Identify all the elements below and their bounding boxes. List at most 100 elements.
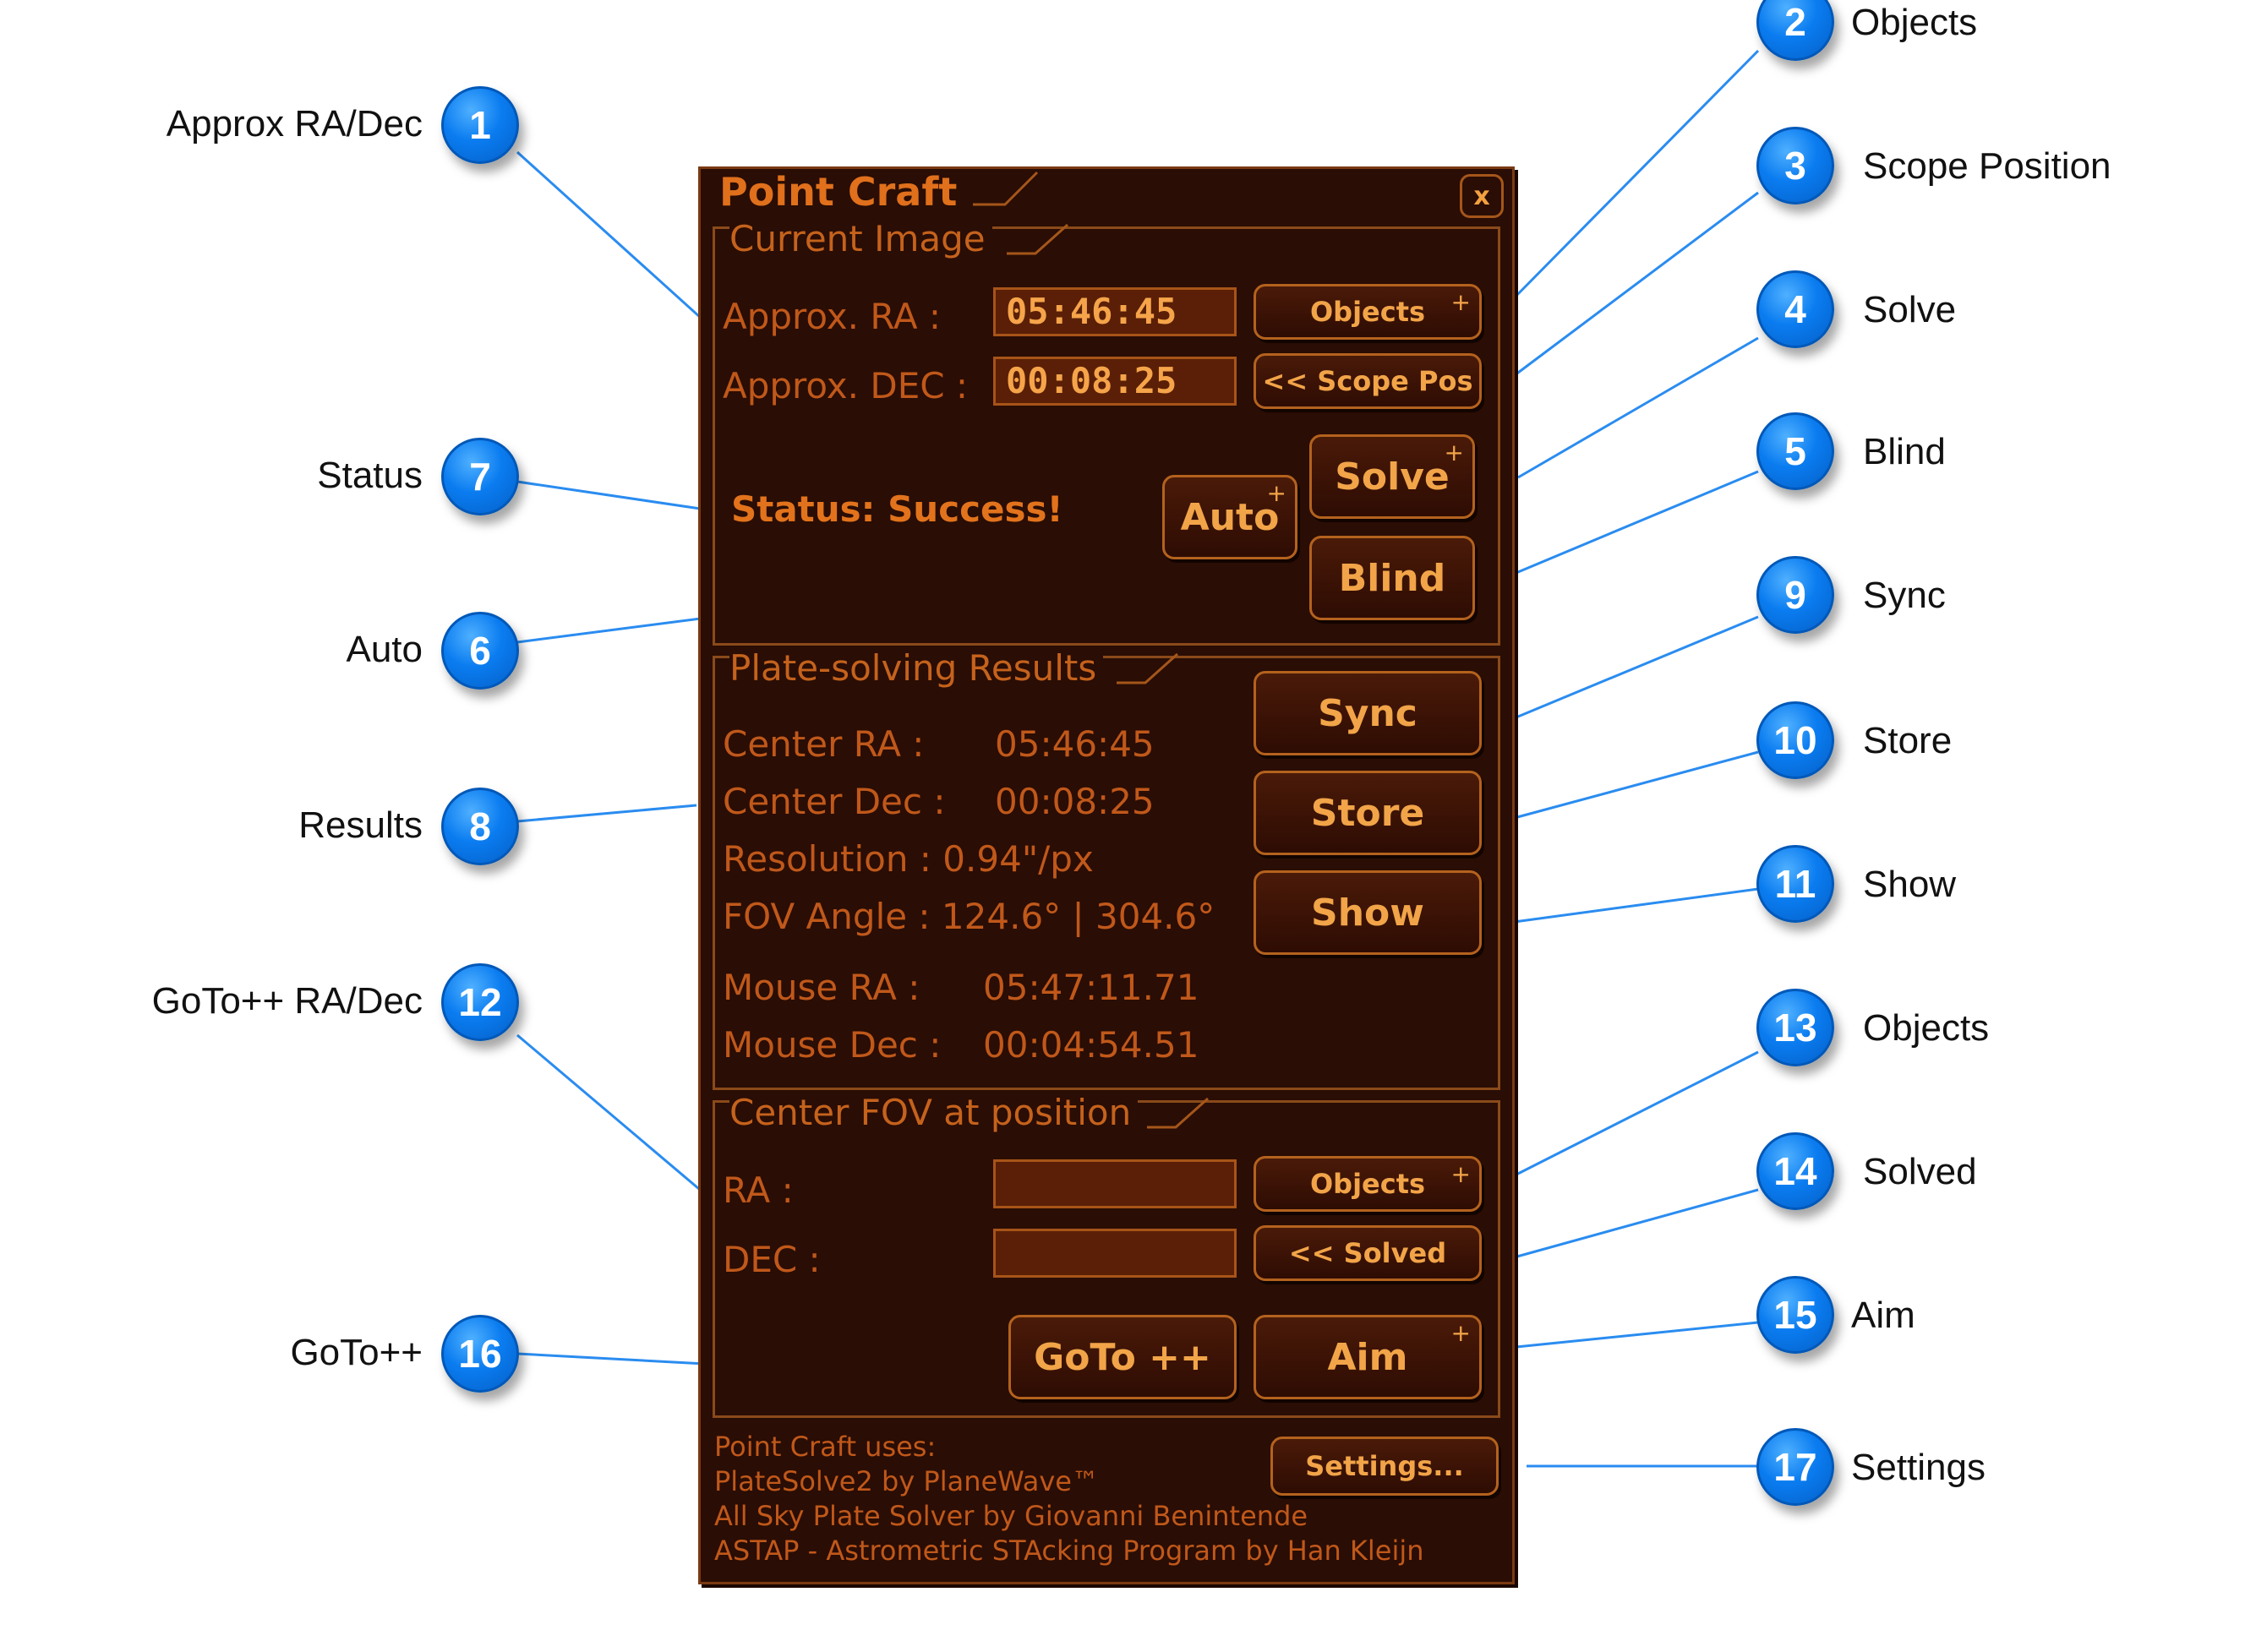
callout-label-3: Scope Position xyxy=(1863,145,2111,187)
current-image-title: Current Image xyxy=(729,218,992,259)
center-ra-label: Center RA : xyxy=(723,723,925,765)
fov-objects-button-label: Objects xyxy=(1309,1168,1426,1200)
window-title: Point Craft xyxy=(719,169,958,215)
leader-line-11 xyxy=(1507,887,1759,924)
center-fov-title: Center FOV at position xyxy=(729,1092,1139,1133)
solve-button[interactable]: Solve + xyxy=(1309,434,1475,519)
mouse-ra-label: Mouse RA : xyxy=(723,967,920,1008)
solve-plus-icon: + xyxy=(1444,439,1464,466)
sync-button[interactable]: Sync xyxy=(1254,671,1482,755)
auto-plus-icon: + xyxy=(1266,479,1286,507)
callout-badge-12: 12 xyxy=(441,963,519,1041)
callout-badge-16: 16 xyxy=(441,1315,519,1393)
leader-line-10 xyxy=(1507,750,1759,821)
fov-objects-plus-icon: + xyxy=(1450,1160,1471,1188)
leader-line-9 xyxy=(1507,615,1759,722)
leader-line-4 xyxy=(1517,336,1759,479)
callout-label-1: Approx RA/Dec xyxy=(166,103,423,144)
mouse-ra-value: 05:47:11.71 xyxy=(983,967,1199,1008)
leader-line-13 xyxy=(1507,1050,1759,1180)
callout-label-9: Sync xyxy=(1863,575,1946,616)
callout-badge-1: 1 xyxy=(441,86,519,164)
aim-plus-icon: + xyxy=(1450,1319,1471,1347)
center-dec-label: Center Dec : xyxy=(723,781,946,822)
goto-dec-field[interactable] xyxy=(993,1229,1237,1278)
solved-button[interactable]: << Solved xyxy=(1254,1225,1482,1281)
callout-label-7: Status xyxy=(317,455,423,496)
goto-dec-label: DEC : xyxy=(723,1239,821,1280)
callout-badge-11: 11 xyxy=(1756,845,1834,923)
callout-label-12: GoTo++ RA/Dec xyxy=(151,980,423,1022)
callout-badge-7: 7 xyxy=(441,438,519,515)
settings-button[interactable]: Settings... xyxy=(1270,1437,1499,1496)
solve-button-label: Solve xyxy=(1335,455,1450,499)
blind-button[interactable]: Blind xyxy=(1309,536,1475,620)
fov-objects-button[interactable]: Objects + xyxy=(1254,1156,1482,1212)
callout-badge-9: 9 xyxy=(1756,556,1834,634)
footer-line-2: PlateSolve2 by PlaneWave™ xyxy=(714,1465,1099,1497)
leader-line-15 xyxy=(1507,1321,1759,1349)
callout-label-4: Solve xyxy=(1863,289,1957,330)
callout-label-2: Objects xyxy=(1851,2,1978,43)
callout-badge-13: 13 xyxy=(1756,989,1834,1066)
callout-label-13: Objects xyxy=(1863,1007,1990,1049)
callout-label-15: Aim xyxy=(1851,1295,1915,1336)
resolution-text: Resolution : 0.94"/px xyxy=(723,838,1094,880)
callout-badge-15: 15 xyxy=(1756,1276,1834,1354)
callout-badge-14: 14 xyxy=(1756,1132,1834,1210)
mouse-dec-value: 00:04:54.51 xyxy=(983,1024,1199,1066)
show-button[interactable]: Show xyxy=(1254,870,1482,955)
leader-line-5 xyxy=(1507,470,1759,578)
leader-line-8 xyxy=(516,804,697,823)
store-button[interactable]: Store xyxy=(1254,771,1482,855)
center-fov-title-decoration xyxy=(1147,1097,1210,1129)
callout-badge-6: 6 xyxy=(441,612,519,690)
leader-line-7 xyxy=(516,480,713,512)
callout-label-10: Store xyxy=(1863,720,1953,761)
callout-badge-3: 3 xyxy=(1756,127,1834,204)
approx-ra-label: Approx. RA : xyxy=(723,296,942,337)
fov-angle-text: FOV Angle : 124.6° | 304.6° xyxy=(723,896,1215,937)
leader-line-3 xyxy=(1507,191,1759,382)
aim-button-label: Aim xyxy=(1327,1335,1408,1379)
objects-button-label: Objects xyxy=(1309,296,1426,328)
scope-pos-button[interactable]: << Scope Pos xyxy=(1254,353,1482,409)
leader-line-2 xyxy=(1506,49,1760,306)
auto-button-label: Auto xyxy=(1180,495,1280,539)
objects-plus-icon: + xyxy=(1450,288,1471,316)
aim-button[interactable]: Aim + xyxy=(1254,1315,1482,1399)
goto-button[interactable]: GoTo ++ xyxy=(1008,1315,1237,1399)
goto-ra-field[interactable] xyxy=(993,1159,1237,1208)
leader-line-14 xyxy=(1507,1188,1759,1261)
approx-dec-label: Approx. DEC : xyxy=(723,365,969,406)
center-ra-value: 05:46:45 xyxy=(995,723,1155,765)
results-title-decoration xyxy=(1117,652,1179,684)
approx-ra-field[interactable]: 05:46:45 xyxy=(993,287,1237,336)
callout-label-5: Blind xyxy=(1863,431,1946,472)
footer-line-1: Point Craft uses: xyxy=(714,1431,937,1463)
approx-dec-field[interactable]: 00:08:25 xyxy=(993,357,1237,406)
center-dec-value: 00:08:25 xyxy=(995,781,1155,822)
close-button[interactable]: x xyxy=(1460,174,1504,218)
results-group xyxy=(713,656,1500,1090)
footer-line-4: ASTAP - Astrometric STAcking Program by … xyxy=(714,1535,1424,1567)
callout-label-17: Settings xyxy=(1851,1447,1986,1488)
results-title: Plate-solving Results xyxy=(729,647,1104,689)
callout-badge-2: 2 xyxy=(1756,0,1834,61)
point-craft-window: Point Craft x Current Image Approx. RA :… xyxy=(698,166,1515,1584)
callout-label-8: Results xyxy=(298,804,423,846)
callout-badge-4: 4 xyxy=(1756,270,1834,348)
callout-badge-10: 10 xyxy=(1756,701,1834,779)
callout-label-6: Auto xyxy=(346,629,423,670)
callout-badge-8: 8 xyxy=(441,788,519,865)
callout-label-14: Solved xyxy=(1863,1151,1977,1192)
callout-label-11: Show xyxy=(1863,864,1957,905)
callout-badge-17: 17 xyxy=(1756,1428,1834,1506)
current-image-title-decoration xyxy=(1007,223,1069,255)
title-decoration xyxy=(973,171,1039,206)
current-image-group xyxy=(713,226,1500,646)
objects-button[interactable]: Objects + xyxy=(1254,284,1482,340)
leader-line-12 xyxy=(516,1033,711,1200)
callout-label-16: GoTo++ xyxy=(290,1332,423,1373)
auto-button[interactable]: Auto + xyxy=(1162,475,1297,559)
